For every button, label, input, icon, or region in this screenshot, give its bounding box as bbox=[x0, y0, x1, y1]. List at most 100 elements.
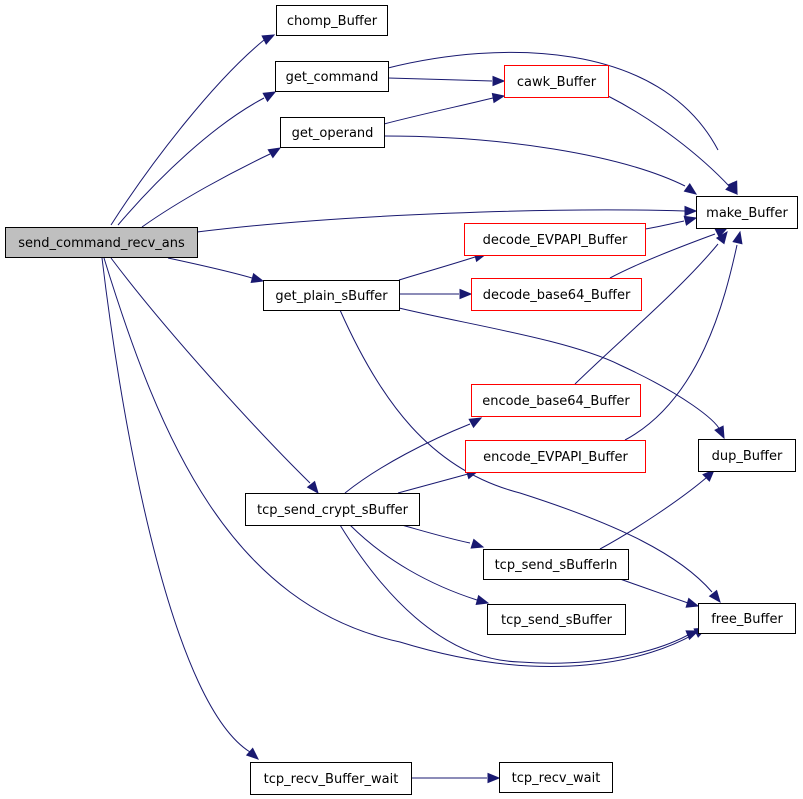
node-box bbox=[471, 278, 642, 311]
arrowhead bbox=[306, 480, 319, 495]
arrowhead bbox=[491, 92, 506, 104]
node-label: cawk_Buffer bbox=[517, 75, 597, 90]
node-free_Buffer[interactable]: free_Buffer bbox=[698, 603, 796, 634]
arrowhead bbox=[684, 205, 698, 217]
arrowhead bbox=[492, 75, 506, 87]
edge-tcp_send_crypt_sBuffer-to-tcp_send_sBufferln bbox=[397, 523, 485, 549]
node-cawk_Buffer[interactable]: cawk_Buffer bbox=[504, 65, 609, 98]
node-chomp_Buffer[interactable]: chomp_Buffer bbox=[276, 5, 388, 36]
arrowhead bbox=[267, 147, 282, 159]
node-label: dup_Buffer bbox=[712, 449, 783, 464]
node-dup_Buffer[interactable]: dup_Buffer bbox=[698, 439, 796, 472]
node-box bbox=[276, 5, 388, 36]
edge-get_plain_sBuffer-to-decode_EVPAPI_Buffer bbox=[398, 251, 488, 281]
node-box bbox=[698, 439, 796, 472]
arrowhead bbox=[250, 272, 265, 284]
node-label: make_Buffer bbox=[706, 206, 788, 221]
arrowhead bbox=[725, 182, 738, 195]
node-label: encode_EVPAPI_Buffer bbox=[483, 450, 628, 465]
edge-tcp_send_sBufferln-to-dup_Buffer bbox=[599, 469, 715, 550]
edge-encode_EVPAPI_Buffer-to-make_Buffer bbox=[624, 230, 743, 441]
edge-tcp_recv_Buffer_wait-to-tcp_recv_wait bbox=[411, 772, 501, 784]
node-box bbox=[280, 117, 385, 148]
arrowhead bbox=[487, 772, 501, 784]
node-tcp_recv_wait[interactable]: tcp_recv_wait bbox=[499, 762, 613, 793]
arrowhead bbox=[245, 747, 259, 760]
arrowhead bbox=[714, 425, 725, 440]
arrowhead bbox=[475, 594, 490, 606]
edge-get_operand-to-make_Buffer bbox=[383, 135, 698, 195]
edge-decode_EVPAPI_Buffer-to-make_Buffer bbox=[644, 215, 698, 230]
edge-send_command_recv_ans-to-chomp_Buffer bbox=[110, 34, 276, 226]
edge-send_command_recv_ans-to-get_operand bbox=[141, 147, 282, 228]
arrowhead bbox=[262, 91, 277, 103]
node-box bbox=[483, 549, 629, 580]
arrowhead bbox=[685, 597, 700, 608]
node-box bbox=[696, 196, 798, 229]
edge-get_plain_sBuffer-to-dup_Buffer bbox=[398, 307, 725, 440]
node-label: tcp_recv_wait bbox=[512, 771, 601, 786]
node-get_operand[interactable]: get_operand bbox=[280, 117, 385, 148]
arrowhead bbox=[715, 230, 728, 245]
edge-cawk_Buffer-to-make_Buffer bbox=[607, 95, 738, 195]
node-box bbox=[5, 227, 198, 258]
node-tcp_send_sBufferln[interactable]: tcp_send_sBufferln bbox=[483, 549, 629, 580]
arrowhead bbox=[683, 182, 698, 195]
nodes-layer: send_command_recv_ans chomp_Buffer get_com… bbox=[5, 5, 798, 795]
node-encode_base64_Buffer[interactable]: encode_base64_Buffer bbox=[471, 384, 641, 417]
node-label: get_plain_sBuffer bbox=[275, 289, 388, 304]
edge-get_plain_sBuffer-to-free_Buffer bbox=[339, 309, 721, 604]
node-decode_base64_Buffer[interactable]: decode_base64_Buffer bbox=[471, 278, 642, 311]
node-box bbox=[504, 65, 609, 98]
edges-layer bbox=[101, 34, 743, 784]
edge-tcp_send_crypt_sBuffer-to-tcp_send_sBuffer bbox=[349, 524, 490, 606]
edge-get_command-to-cawk_Buffer bbox=[387, 75, 506, 87]
node-make_Buffer[interactable]: make_Buffer bbox=[696, 196, 798, 229]
node-encode_EVPAPI_Buffer[interactable]: encode_EVPAPI_Buffer bbox=[465, 440, 646, 473]
node-box bbox=[471, 384, 641, 417]
node-get_plain_sBuffer[interactable]: get_plain_sBuffer bbox=[263, 280, 400, 311]
arrowhead bbox=[261, 34, 276, 45]
node-box bbox=[245, 493, 420, 526]
arrowhead bbox=[702, 469, 715, 482]
node-box bbox=[487, 604, 626, 635]
node-tcp_send_crypt_sBuffer[interactable]: tcp_send_crypt_sBuffer bbox=[245, 493, 420, 526]
node-label: chomp_Buffer bbox=[287, 14, 378, 29]
edge-send_command_recv_ans-to-get_plain_sBuffer bbox=[167, 257, 265, 284]
edge-tcp_send_crypt_sBuffer-to-encode_EVPAPI_Buffer bbox=[397, 469, 480, 494]
arrowhead bbox=[459, 288, 473, 300]
node-box bbox=[250, 762, 412, 795]
node-label: tcp_send_crypt_sBuffer bbox=[257, 503, 409, 518]
edge-send_command_recv_ans-to-get_command bbox=[117, 91, 277, 226]
edge-tcp_send_crypt_sBuffer-to-free_Buffer bbox=[339, 524, 700, 664]
node-box bbox=[464, 223, 646, 256]
arrowhead bbox=[732, 230, 743, 245]
arrowhead bbox=[470, 538, 485, 549]
arrowhead bbox=[685, 630, 700, 641]
node-get_command[interactable]: get_command bbox=[275, 61, 389, 92]
edge-send_command_recv_ans-to-tcp_recv_Buffer_wait bbox=[101, 257, 259, 760]
node-send_command_recv_ans[interactable]: send_command_recv_ans bbox=[5, 227, 198, 258]
node-label: tcp_send_sBufferln bbox=[495, 558, 618, 573]
edge-tcp_send_crypt_sBuffer-to-encode_base64_Buffer bbox=[344, 417, 483, 494]
node-label: get_command bbox=[286, 70, 379, 85]
node-box bbox=[465, 440, 646, 473]
node-label: tcp_send_sBuffer bbox=[501, 613, 613, 628]
node-box bbox=[499, 762, 613, 793]
edge-send_command_recv_ans-to-make_Buffer bbox=[196, 205, 698, 233]
node-tcp_recv_Buffer_wait[interactable]: tcp_recv_Buffer_wait bbox=[250, 762, 412, 795]
edge-encode_base64_Buffer-to-make_Buffer bbox=[574, 230, 728, 385]
node-label: free_Buffer bbox=[711, 612, 783, 627]
node-label: decode_base64_Buffer bbox=[483, 288, 631, 303]
arrowhead bbox=[683, 215, 698, 226]
edge-send_command_recv_ans-to-tcp_send_crypt_sBuffer bbox=[110, 257, 319, 495]
node-tcp_send_sBuffer[interactable]: tcp_send_sBuffer bbox=[487, 604, 626, 635]
arrowhead bbox=[468, 417, 483, 429]
node-decode_EVPAPI_Buffer[interactable]: decode_EVPAPI_Buffer bbox=[464, 223, 646, 256]
arrowhead bbox=[708, 589, 721, 604]
node-box bbox=[263, 280, 400, 311]
edge-get_operand-to-cawk_Buffer bbox=[383, 92, 506, 125]
node-label: get_operand bbox=[292, 126, 374, 141]
node-box bbox=[698, 603, 796, 634]
